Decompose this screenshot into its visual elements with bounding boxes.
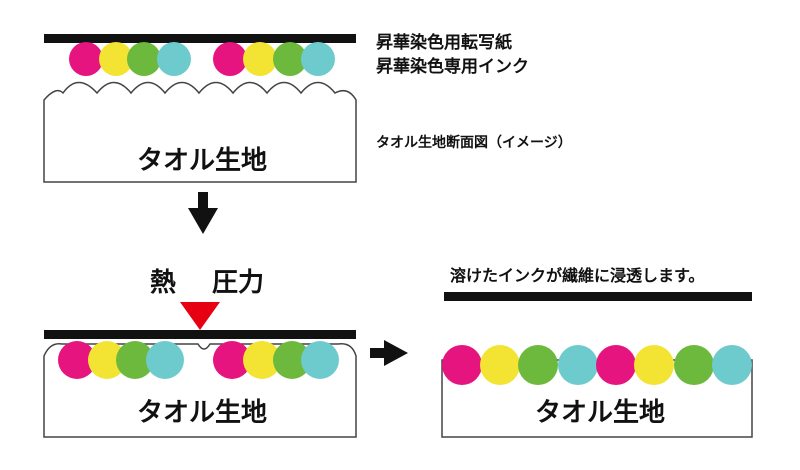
- towel-label-pressed: タオル生地: [136, 398, 267, 428]
- top-ink-dot-cyan: [301, 42, 335, 76]
- result-ink-dot-cyan: [558, 345, 598, 385]
- pressed-ink-dot-cyan: [146, 341, 184, 379]
- pressed-ink-dot-green: [273, 341, 311, 379]
- label-result: 溶けたインクが繊維に浸透します。: [450, 266, 705, 285]
- result-ink-dot-yellow: [480, 345, 520, 385]
- pressed-ink-dot-yellow: [88, 341, 126, 379]
- label-transfer-paper: 昇華染色用転写紙: [376, 33, 512, 53]
- label-cross-section: タオル生地断面図（イメージ）: [376, 135, 572, 151]
- result-ink-dot-yellow: [634, 345, 674, 385]
- down-arrow-icon: [188, 192, 218, 234]
- result-ink-dot-green: [518, 345, 558, 385]
- top-ink-dot-green: [127, 42, 161, 76]
- top-ink-dot-yellow: [99, 42, 133, 76]
- pressed-ink-dot-yellow: [243, 341, 281, 379]
- top-ink-dot-cyan: [157, 42, 191, 76]
- top-ink-dot-yellow: [243, 42, 277, 76]
- result-ink-dot-magenta: [596, 345, 636, 385]
- pressed-ink-dot-cyan: [301, 341, 339, 379]
- result-ink-dot-magenta: [442, 345, 482, 385]
- pressure-triangle-icon: [180, 302, 220, 330]
- label-heat: 熱: [150, 268, 177, 298]
- right-arrow-icon: [370, 340, 408, 366]
- ink-dots-top: [69, 42, 335, 76]
- pressed-ink-dot-magenta: [213, 341, 251, 379]
- top-ink-dot-magenta: [69, 42, 103, 76]
- top-ink-dot-magenta: [213, 42, 247, 76]
- result-ink-dot-cyan: [712, 345, 752, 385]
- label-sublimation-ink: 昇華染色専用インク: [376, 57, 529, 77]
- towel-fabric-top: [43, 81, 357, 183]
- ink-dots-result: [442, 345, 752, 385]
- ink-dots-pressed: [58, 341, 339, 379]
- transfer-paper-bar: [44, 34, 356, 43]
- result-ink-dot-green: [674, 345, 714, 385]
- result-paper-bar: [444, 292, 752, 301]
- transfer-paper-bar-pressed: [44, 330, 356, 339]
- towel-fabric-result: [441, 359, 753, 438]
- pressed-ink-dot-magenta: [58, 341, 96, 379]
- top-ink-dot-green: [273, 42, 307, 76]
- pressed-ink-dot-green: [116, 341, 154, 379]
- towel-label-result: タオル生地: [534, 398, 665, 428]
- towel-label-top: タオル生地: [136, 146, 267, 176]
- label-pressure: 圧力: [212, 268, 265, 298]
